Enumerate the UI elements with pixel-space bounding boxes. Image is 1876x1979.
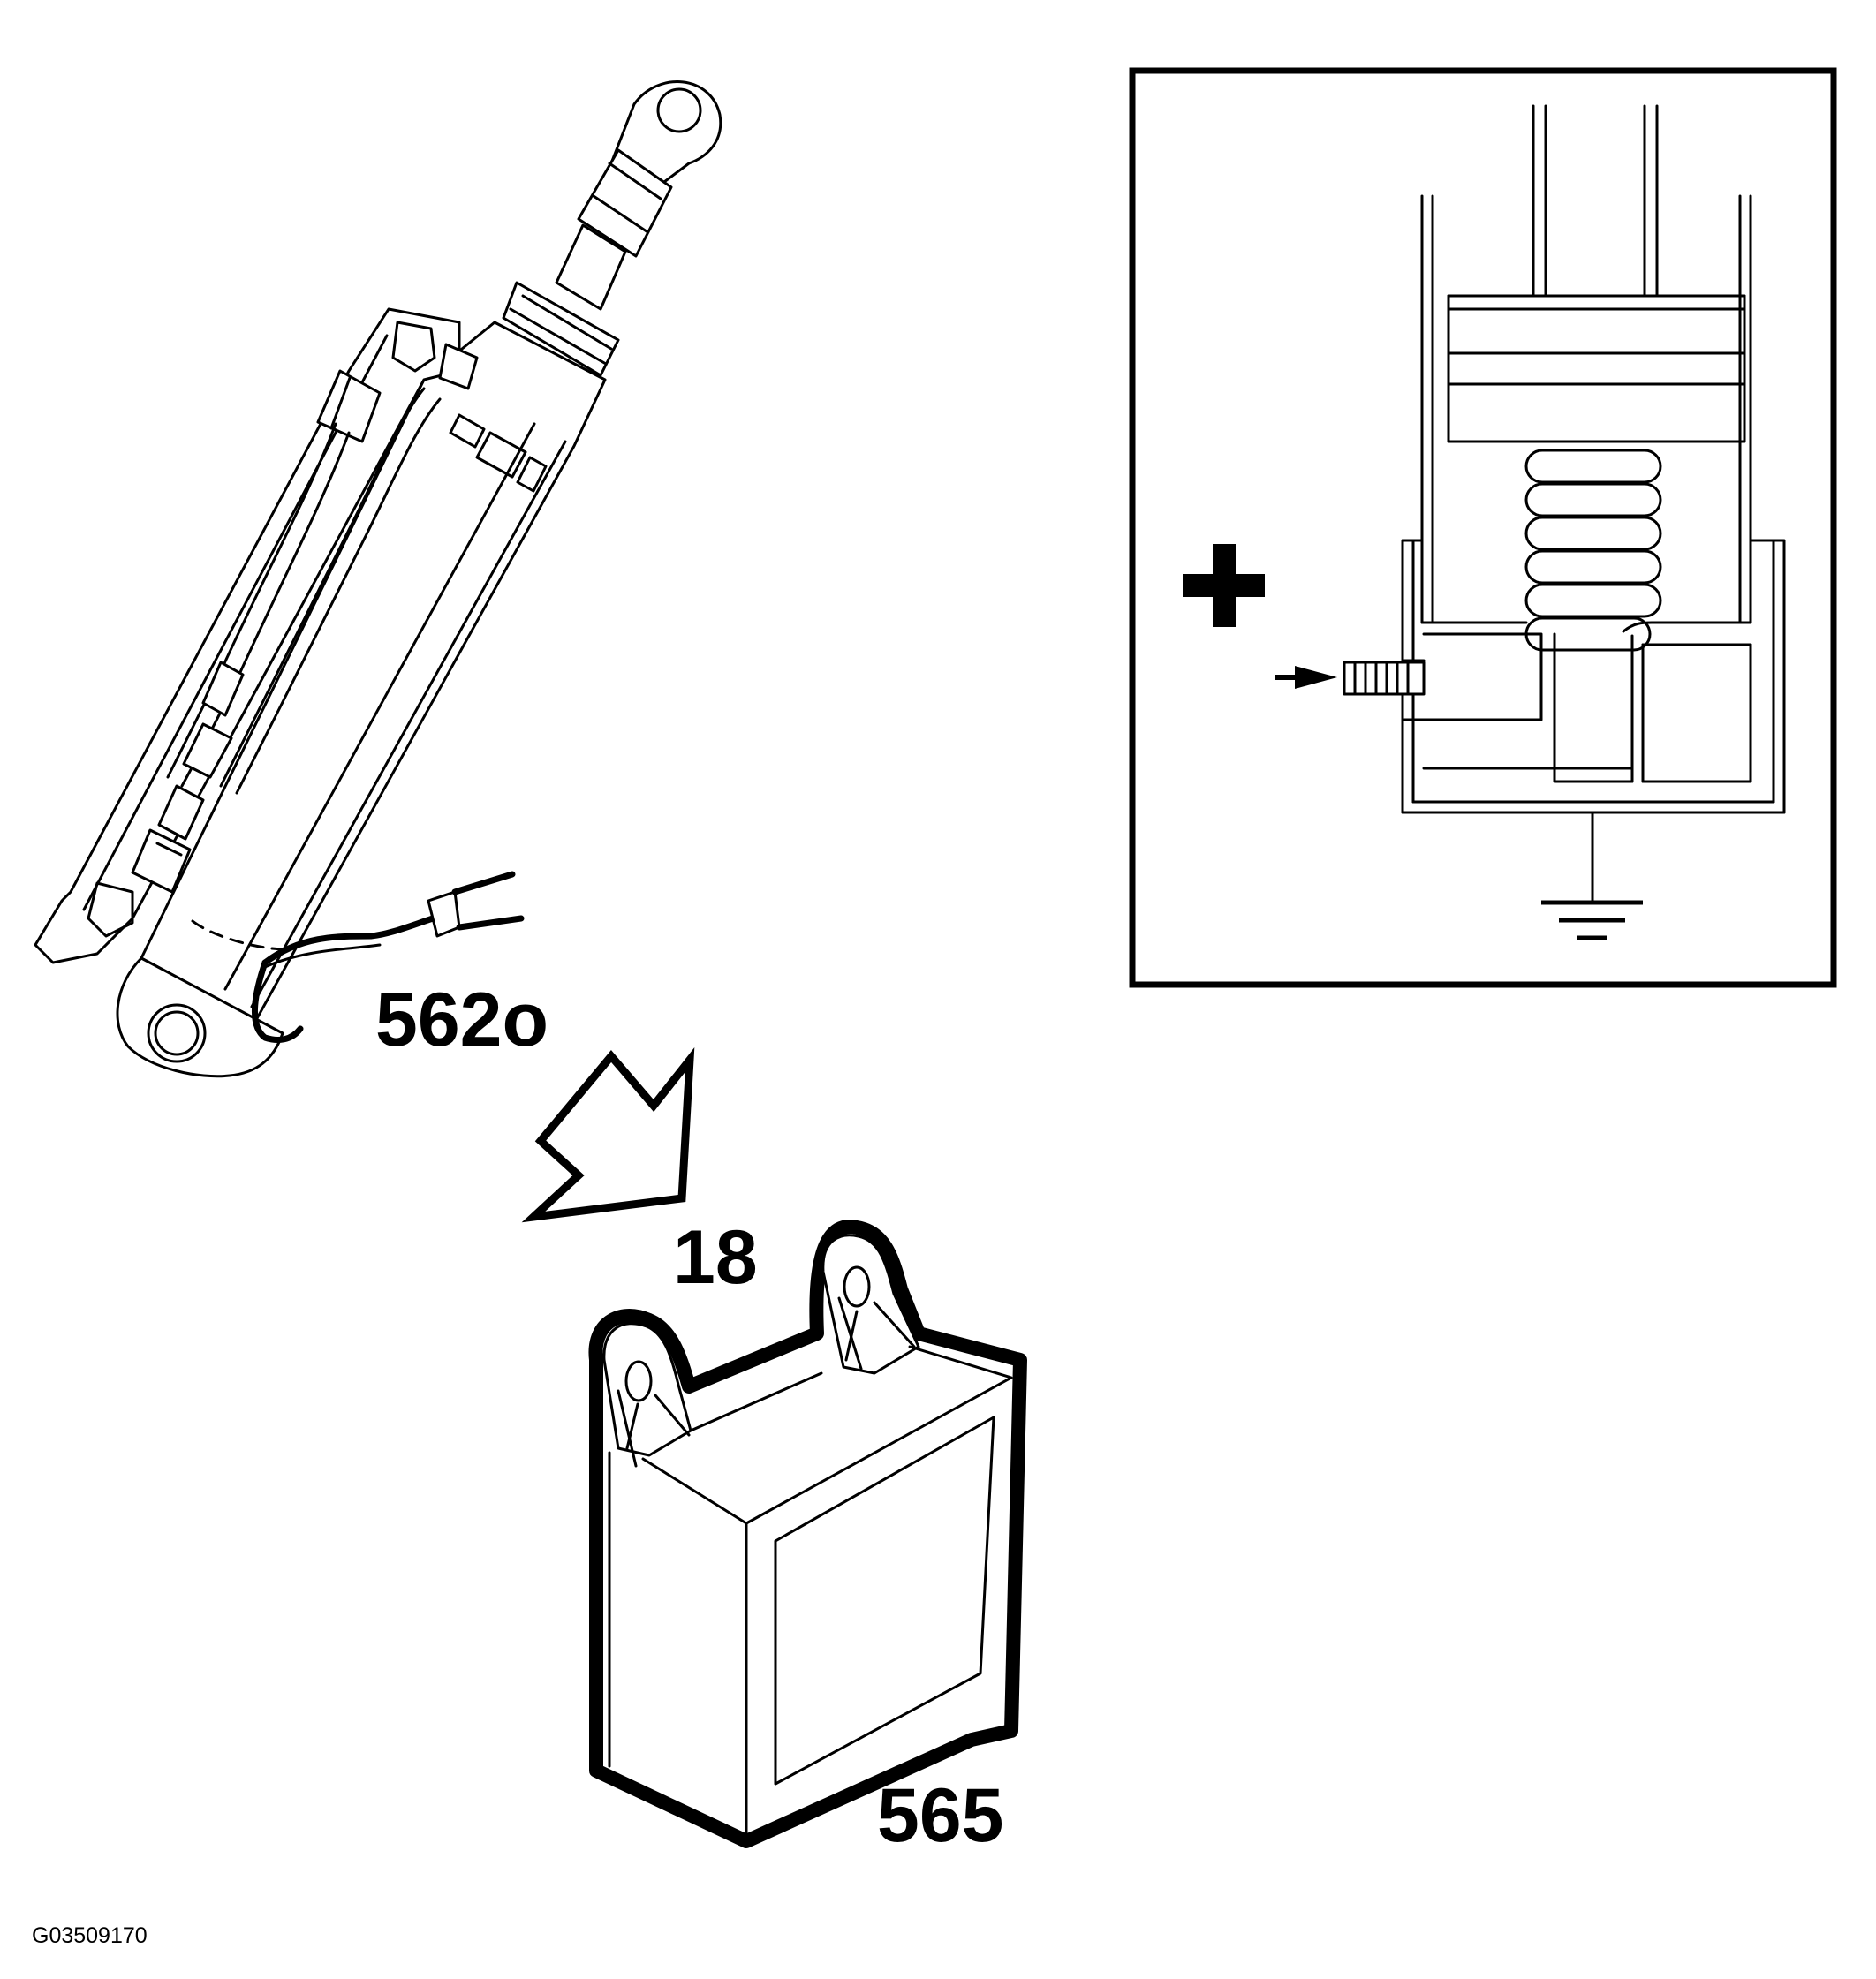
ground-symbol-icon xyxy=(1541,811,1643,940)
spring-coil xyxy=(1524,449,1662,652)
threaded-pin xyxy=(1343,661,1426,696)
inset-cross-section: + xyxy=(1129,67,1837,988)
rotation-callout-label: 18 xyxy=(673,1215,758,1300)
actuator-callout-label: 562o xyxy=(375,978,548,1062)
gas-strut-actuator xyxy=(34,80,722,1078)
figure-id: G03509170 xyxy=(32,1923,148,1948)
control-module xyxy=(588,1220,1027,1848)
arrow-right-icon xyxy=(1275,666,1337,689)
module-callout-label: 565 xyxy=(877,1773,1004,1858)
hollow-arrow-icon xyxy=(521,1046,695,1223)
plus-sign: + xyxy=(1183,544,1265,627)
